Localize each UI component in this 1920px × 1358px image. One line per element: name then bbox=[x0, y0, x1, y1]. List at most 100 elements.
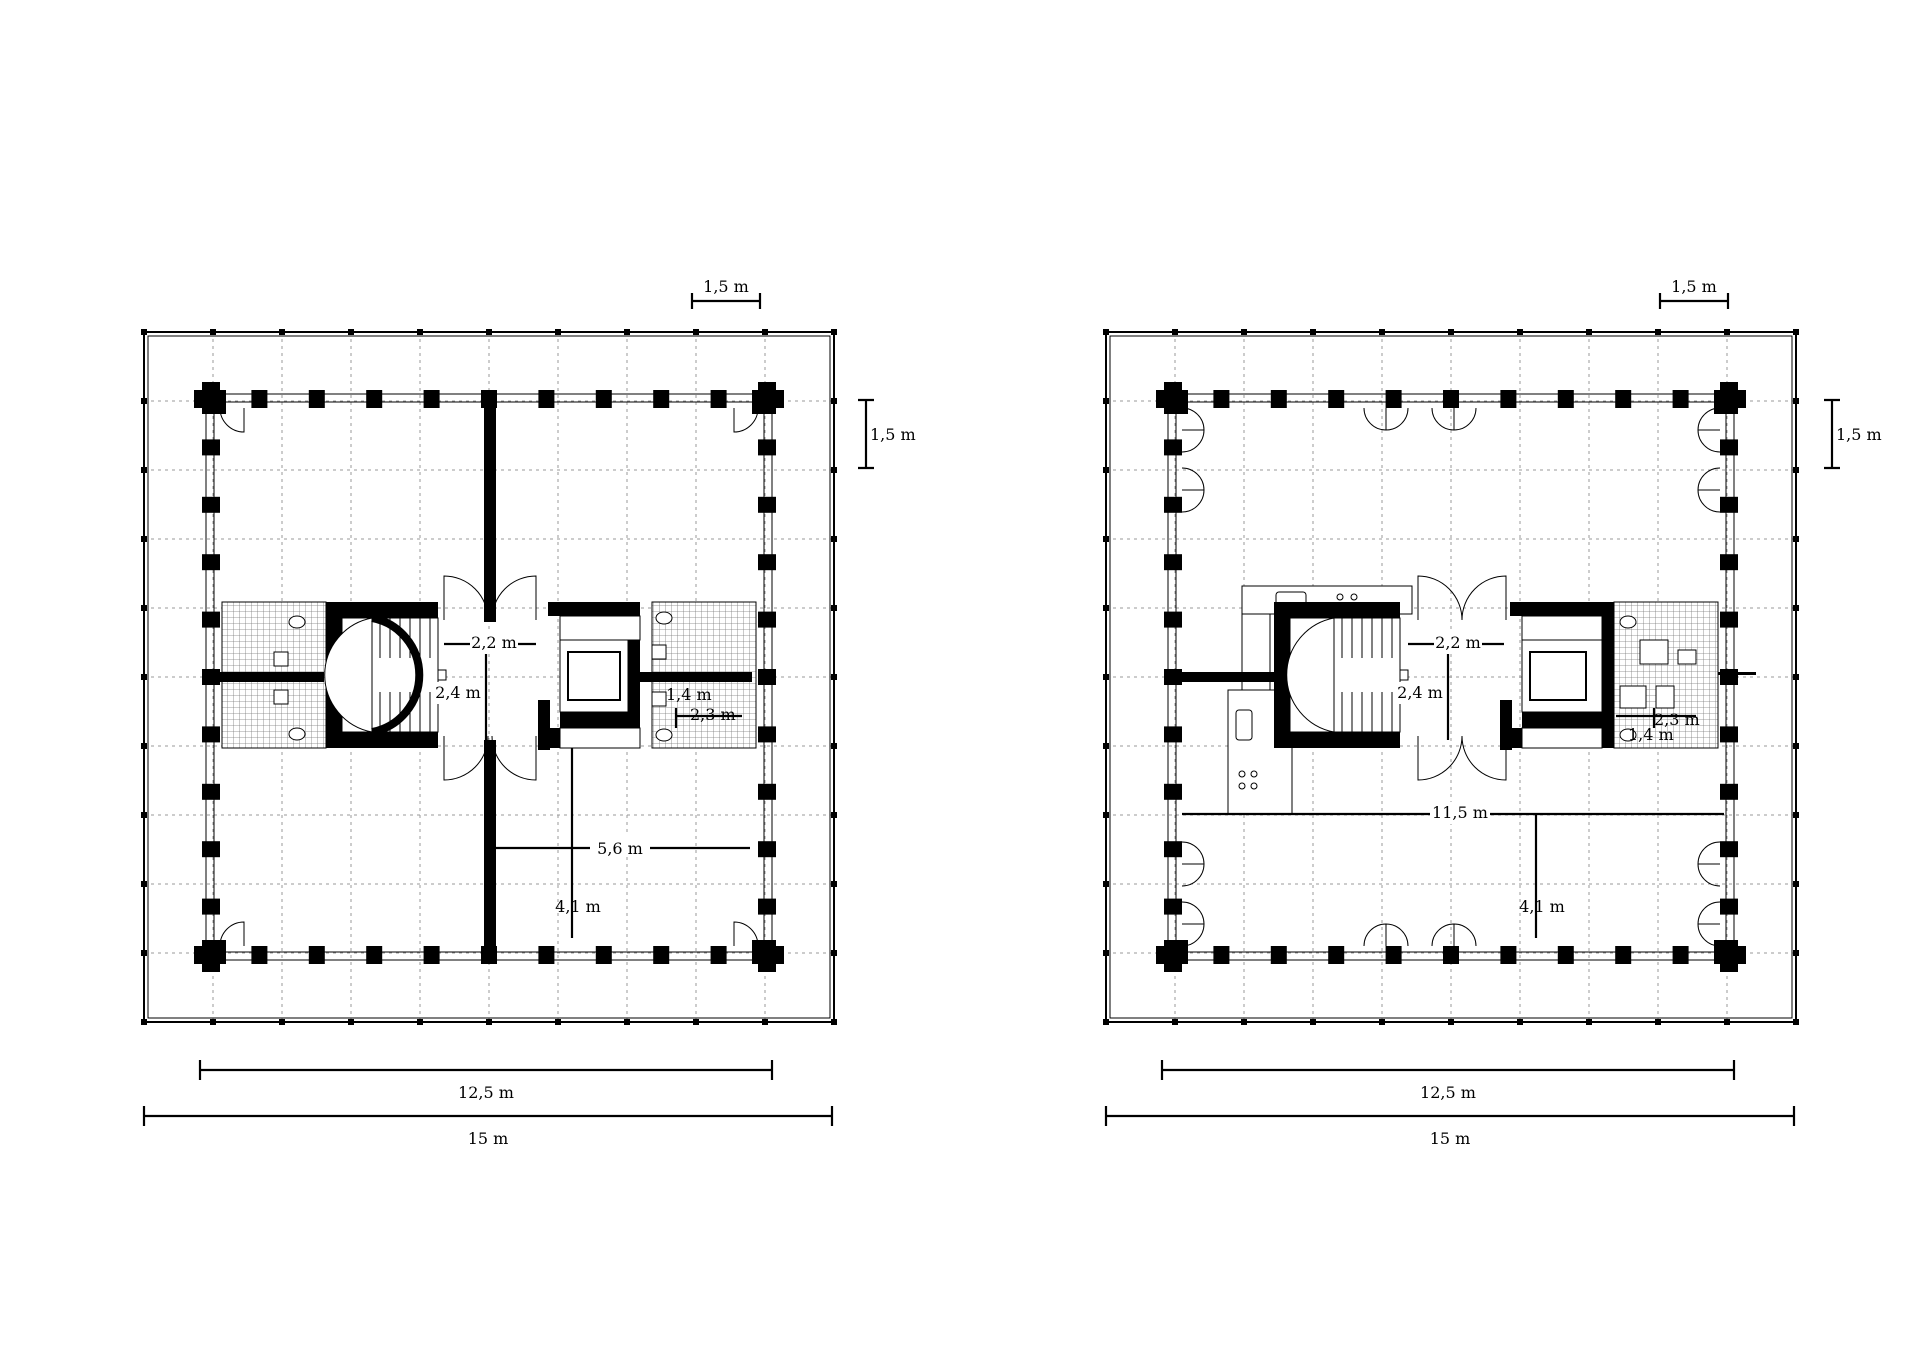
facade-door bbox=[1697, 841, 1721, 865]
wc-fixture bbox=[1677, 649, 1697, 665]
edge-column bbox=[1793, 398, 1799, 404]
facade-pier bbox=[1672, 946, 1689, 964]
wc-fixture bbox=[651, 644, 667, 660]
facade-door bbox=[1363, 407, 1387, 431]
facade-pier bbox=[308, 946, 325, 964]
facade-pier bbox=[1164, 726, 1182, 743]
edge-column bbox=[141, 812, 147, 818]
edge-column bbox=[1103, 467, 1109, 473]
facade-pier bbox=[1164, 496, 1182, 513]
dim-top-bay: 1,5 m bbox=[1671, 277, 1717, 296]
facade-door bbox=[1697, 429, 1721, 453]
facade-pier bbox=[1213, 390, 1230, 408]
facade-pier bbox=[1270, 390, 1287, 408]
edge-column bbox=[210, 329, 216, 335]
facade-pier bbox=[758, 841, 776, 858]
facade-door bbox=[1697, 489, 1721, 513]
edge-column bbox=[693, 1019, 699, 1025]
dim-side-bay: 1,5 m bbox=[870, 425, 916, 444]
facade-pier bbox=[1443, 946, 1459, 964]
dim-room-width: 5,6 m bbox=[597, 839, 643, 858]
edge-column bbox=[279, 1019, 285, 1025]
edge-column bbox=[831, 398, 837, 404]
facade-pier bbox=[1720, 496, 1738, 513]
edge-column bbox=[624, 329, 630, 335]
facade-pier bbox=[1385, 946, 1402, 964]
facade-pier bbox=[710, 390, 727, 408]
dim-core-wide: 2,3 m bbox=[1654, 710, 1700, 729]
edge-column bbox=[1103, 881, 1109, 887]
edge-column bbox=[1103, 743, 1109, 749]
wc-fixture bbox=[1619, 685, 1647, 709]
dim-room-depth: 4,1 m bbox=[555, 897, 601, 916]
central-core bbox=[204, 390, 757, 958]
wc-fixture bbox=[1639, 639, 1669, 665]
toilet bbox=[1619, 615, 1637, 629]
facade-pier bbox=[758, 726, 776, 743]
edge-column bbox=[1793, 674, 1799, 680]
edge-column bbox=[1103, 605, 1109, 611]
facade-pier bbox=[1672, 390, 1689, 408]
facade-pier bbox=[202, 496, 220, 513]
corner-column bbox=[752, 390, 776, 414]
facade-pier bbox=[710, 946, 727, 964]
edge-column bbox=[1103, 1019, 1109, 1025]
corner-column bbox=[1164, 390, 1188, 414]
facade-pier bbox=[1164, 611, 1182, 628]
wc-fixture bbox=[651, 691, 667, 707]
facade-pier bbox=[202, 898, 220, 915]
facade-pier bbox=[202, 726, 220, 743]
stair-core-wall bbox=[1274, 602, 1400, 748]
corridor-doors bbox=[443, 575, 537, 781]
spiral-stair bbox=[324, 617, 373, 733]
edge-column bbox=[1793, 743, 1799, 749]
wc-fixture bbox=[273, 689, 289, 705]
dim-top-bay: 1,5 m bbox=[703, 277, 749, 296]
toilet bbox=[288, 727, 306, 741]
edge-column bbox=[762, 329, 768, 335]
edge-column bbox=[831, 467, 837, 473]
edge-column bbox=[1379, 329, 1385, 335]
edge-column bbox=[1103, 674, 1109, 680]
facade-door bbox=[1453, 923, 1477, 947]
toilet bbox=[1619, 728, 1637, 742]
dim-outer-width: 15 m bbox=[468, 1129, 509, 1148]
dim-room-depth: 4,1 m bbox=[1519, 897, 1565, 916]
edge-column bbox=[1793, 605, 1799, 611]
dimension-labels: 1,5 m 1,5 m 12,5 m 15 m 2,2 m 2,4 m 2,3 … bbox=[1396, 277, 1882, 1148]
dimension-labels: 1,5 m 1,5 m 12,5 m 15 m 2,2 m 2,4 m 1,4 … bbox=[434, 277, 916, 1148]
facade-pier bbox=[1720, 783, 1738, 800]
edge-column bbox=[1793, 467, 1799, 473]
facade-pier bbox=[1557, 390, 1574, 408]
facade-pier bbox=[423, 946, 440, 964]
dim-outer-width: 15 m bbox=[1430, 1129, 1471, 1148]
edge-column bbox=[1793, 950, 1799, 956]
facade-pier bbox=[1720, 439, 1738, 456]
toilet bbox=[655, 728, 673, 742]
facade-pier bbox=[1615, 390, 1632, 408]
edge-column bbox=[762, 1019, 768, 1025]
floor-plan-left: 1,5 m 1,5 m 12,5 m 15 m 2,2 m 2,4 m 1,4 … bbox=[141, 277, 916, 1148]
edge-column bbox=[1103, 398, 1109, 404]
facade-door bbox=[1697, 863, 1721, 887]
facade bbox=[194, 382, 784, 972]
facade-pier bbox=[758, 783, 776, 800]
facade-door bbox=[219, 407, 245, 433]
corner-column bbox=[1714, 390, 1738, 414]
edge-column bbox=[1103, 812, 1109, 818]
edge-column bbox=[555, 1019, 561, 1025]
facade-pier bbox=[1328, 390, 1345, 408]
facade-door bbox=[733, 407, 759, 433]
facade-door bbox=[219, 921, 245, 947]
facade-pier bbox=[1385, 390, 1402, 408]
edge-column bbox=[141, 605, 147, 611]
edge-column bbox=[555, 329, 561, 335]
dim-core-wide: 2,3 m bbox=[690, 705, 736, 724]
edge-column bbox=[831, 605, 837, 611]
corner-column bbox=[1164, 940, 1188, 964]
facade-pier bbox=[1720, 669, 1738, 685]
facade-pier bbox=[595, 946, 612, 964]
facade-pier bbox=[1164, 783, 1182, 800]
facade-door bbox=[1181, 467, 1205, 491]
